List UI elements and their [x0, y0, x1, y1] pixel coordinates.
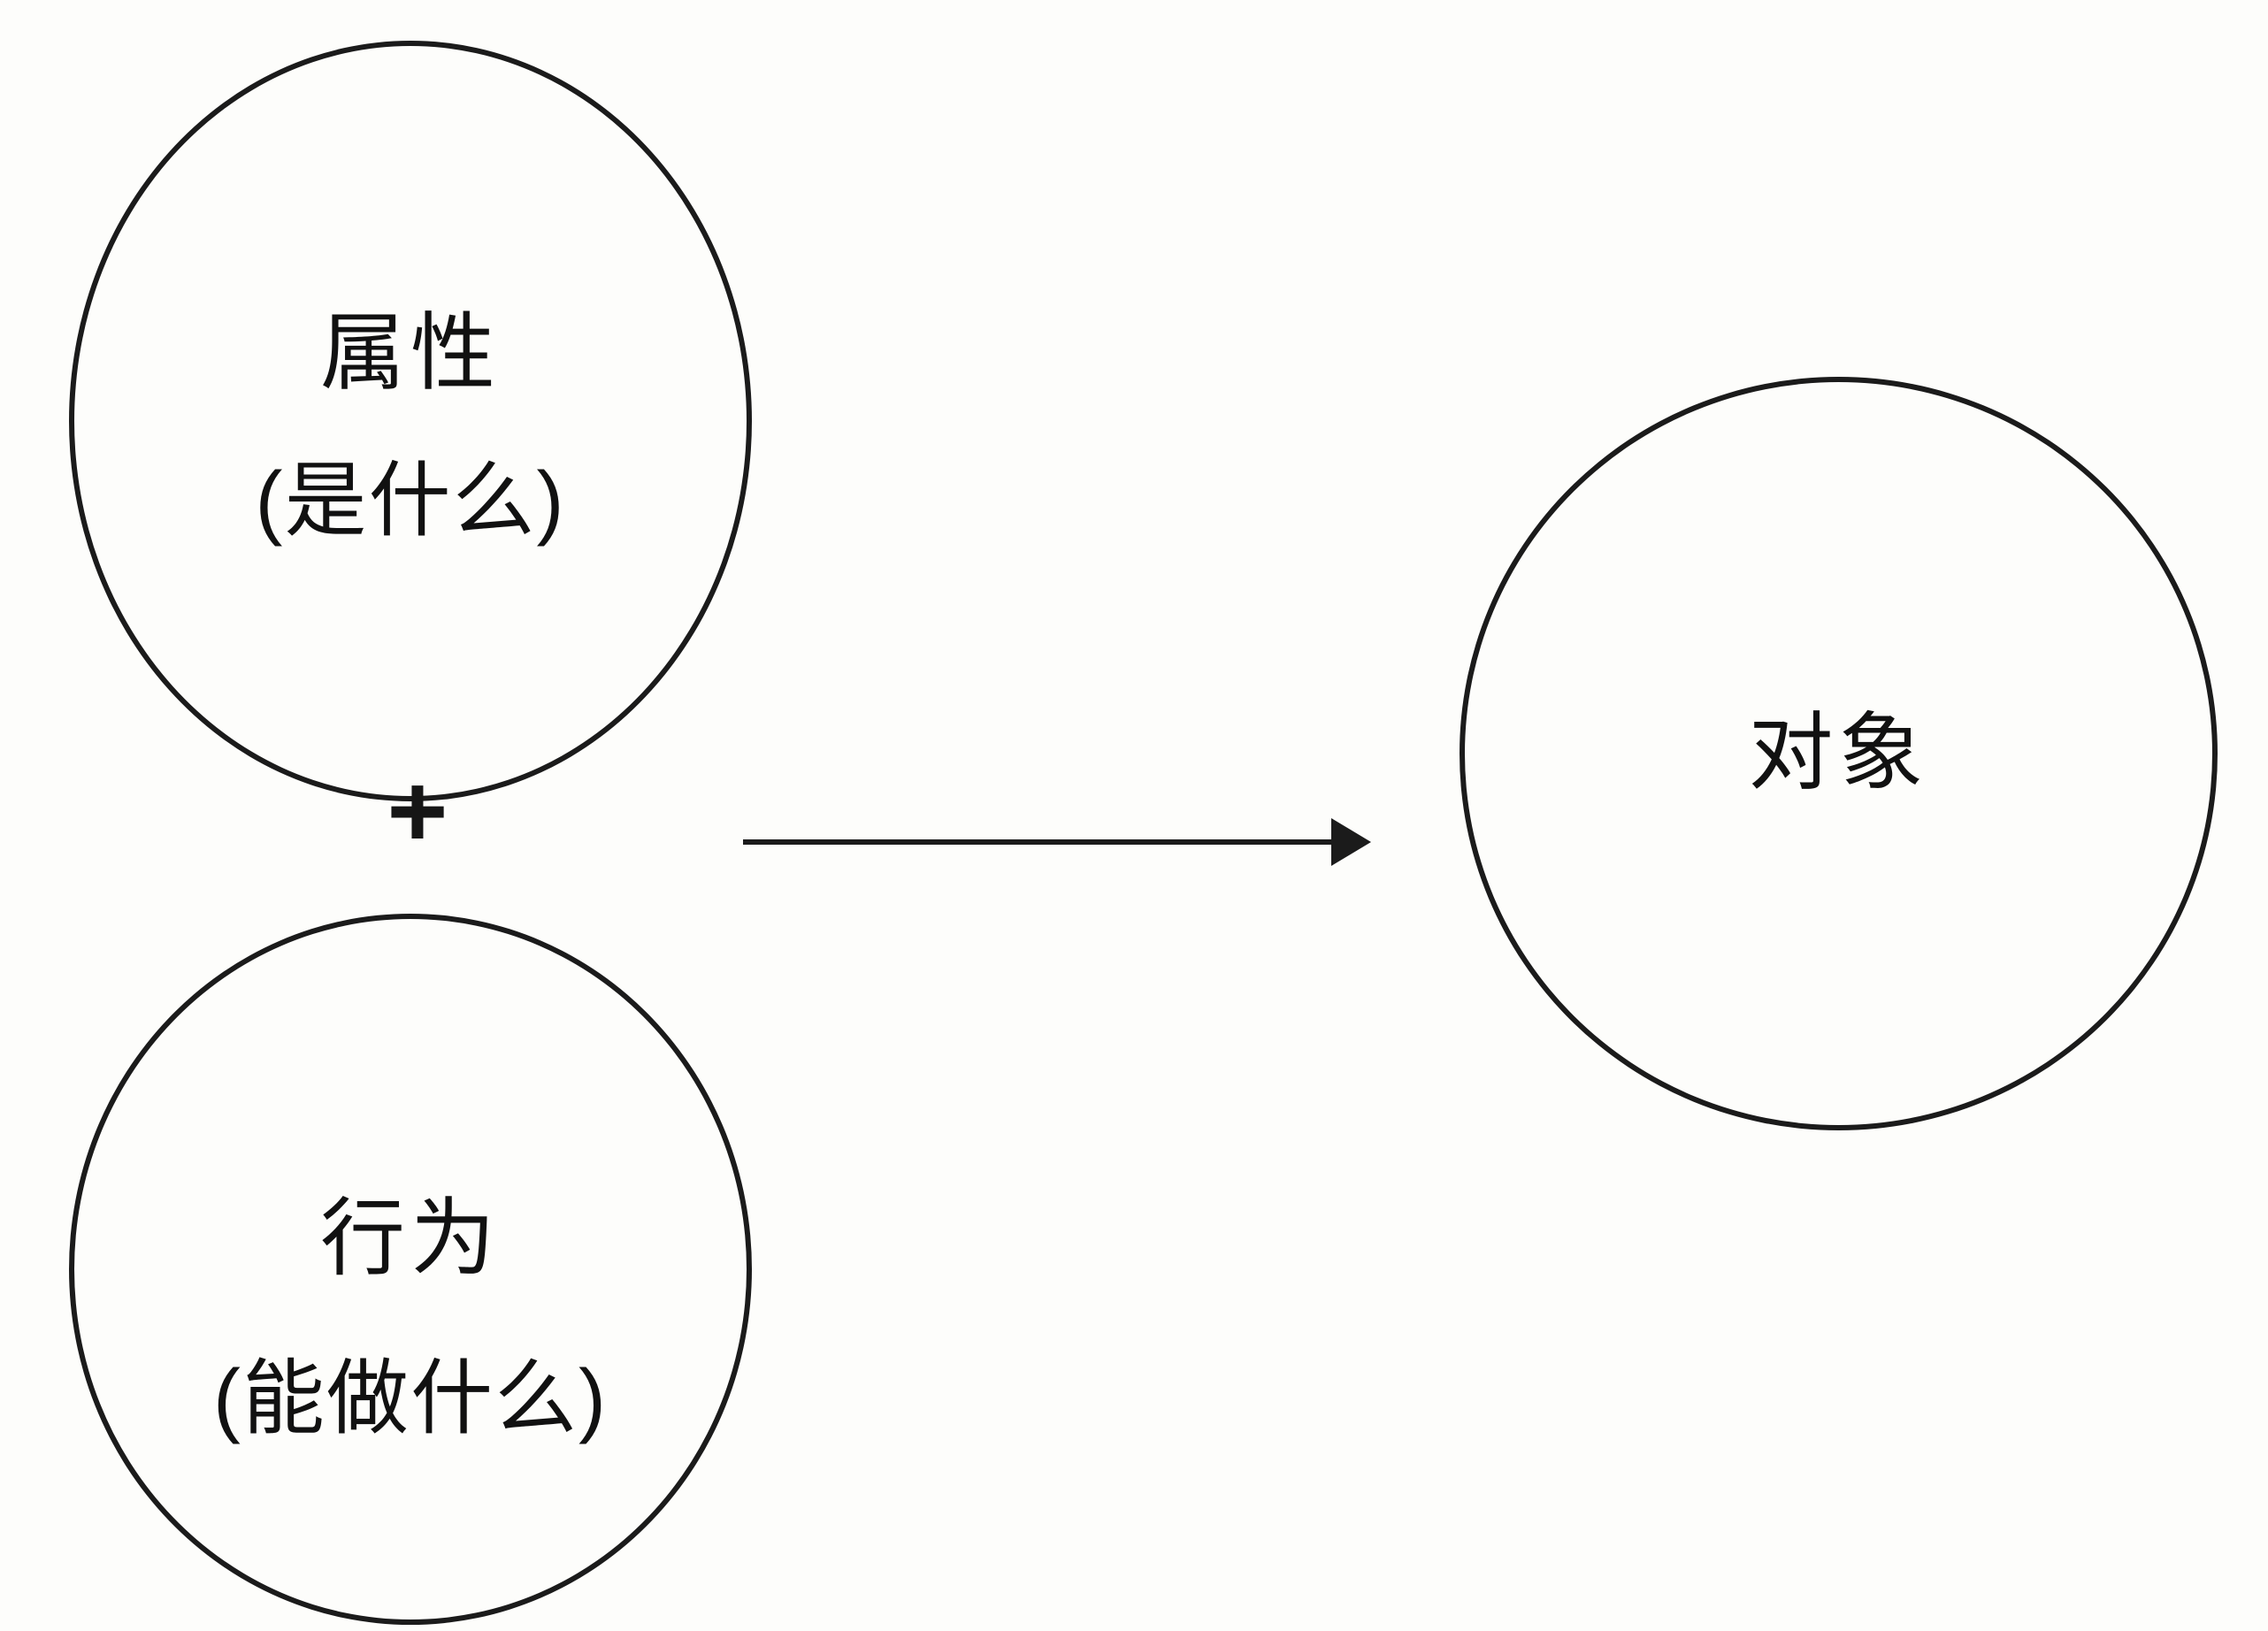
attribute-subtitle: (是什么) — [255, 454, 566, 547]
arrow-head-icon — [1331, 818, 1371, 866]
attribute-title: 属性 — [319, 305, 501, 401]
object-title: 对象 — [1748, 706, 1929, 800]
attribute-circle-label: 属性 (是什么) — [255, 305, 566, 547]
plus-operator: + — [387, 753, 448, 870]
object-circle-label: 对象 — [1749, 711, 1929, 796]
behavior-circle-label: 行为 (能做什么) — [213, 1191, 608, 1444]
behavior-circle: 行为 (能做什么) — [69, 914, 752, 1625]
attribute-circle: 属性 (是什么) — [69, 41, 752, 801]
object-circle: 对象 — [1460, 377, 2218, 1130]
behavior-title: 行为 — [319, 1191, 501, 1286]
behavior-subtitle: (能做什么) — [213, 1352, 608, 1444]
arrow-line — [743, 839, 1337, 845]
